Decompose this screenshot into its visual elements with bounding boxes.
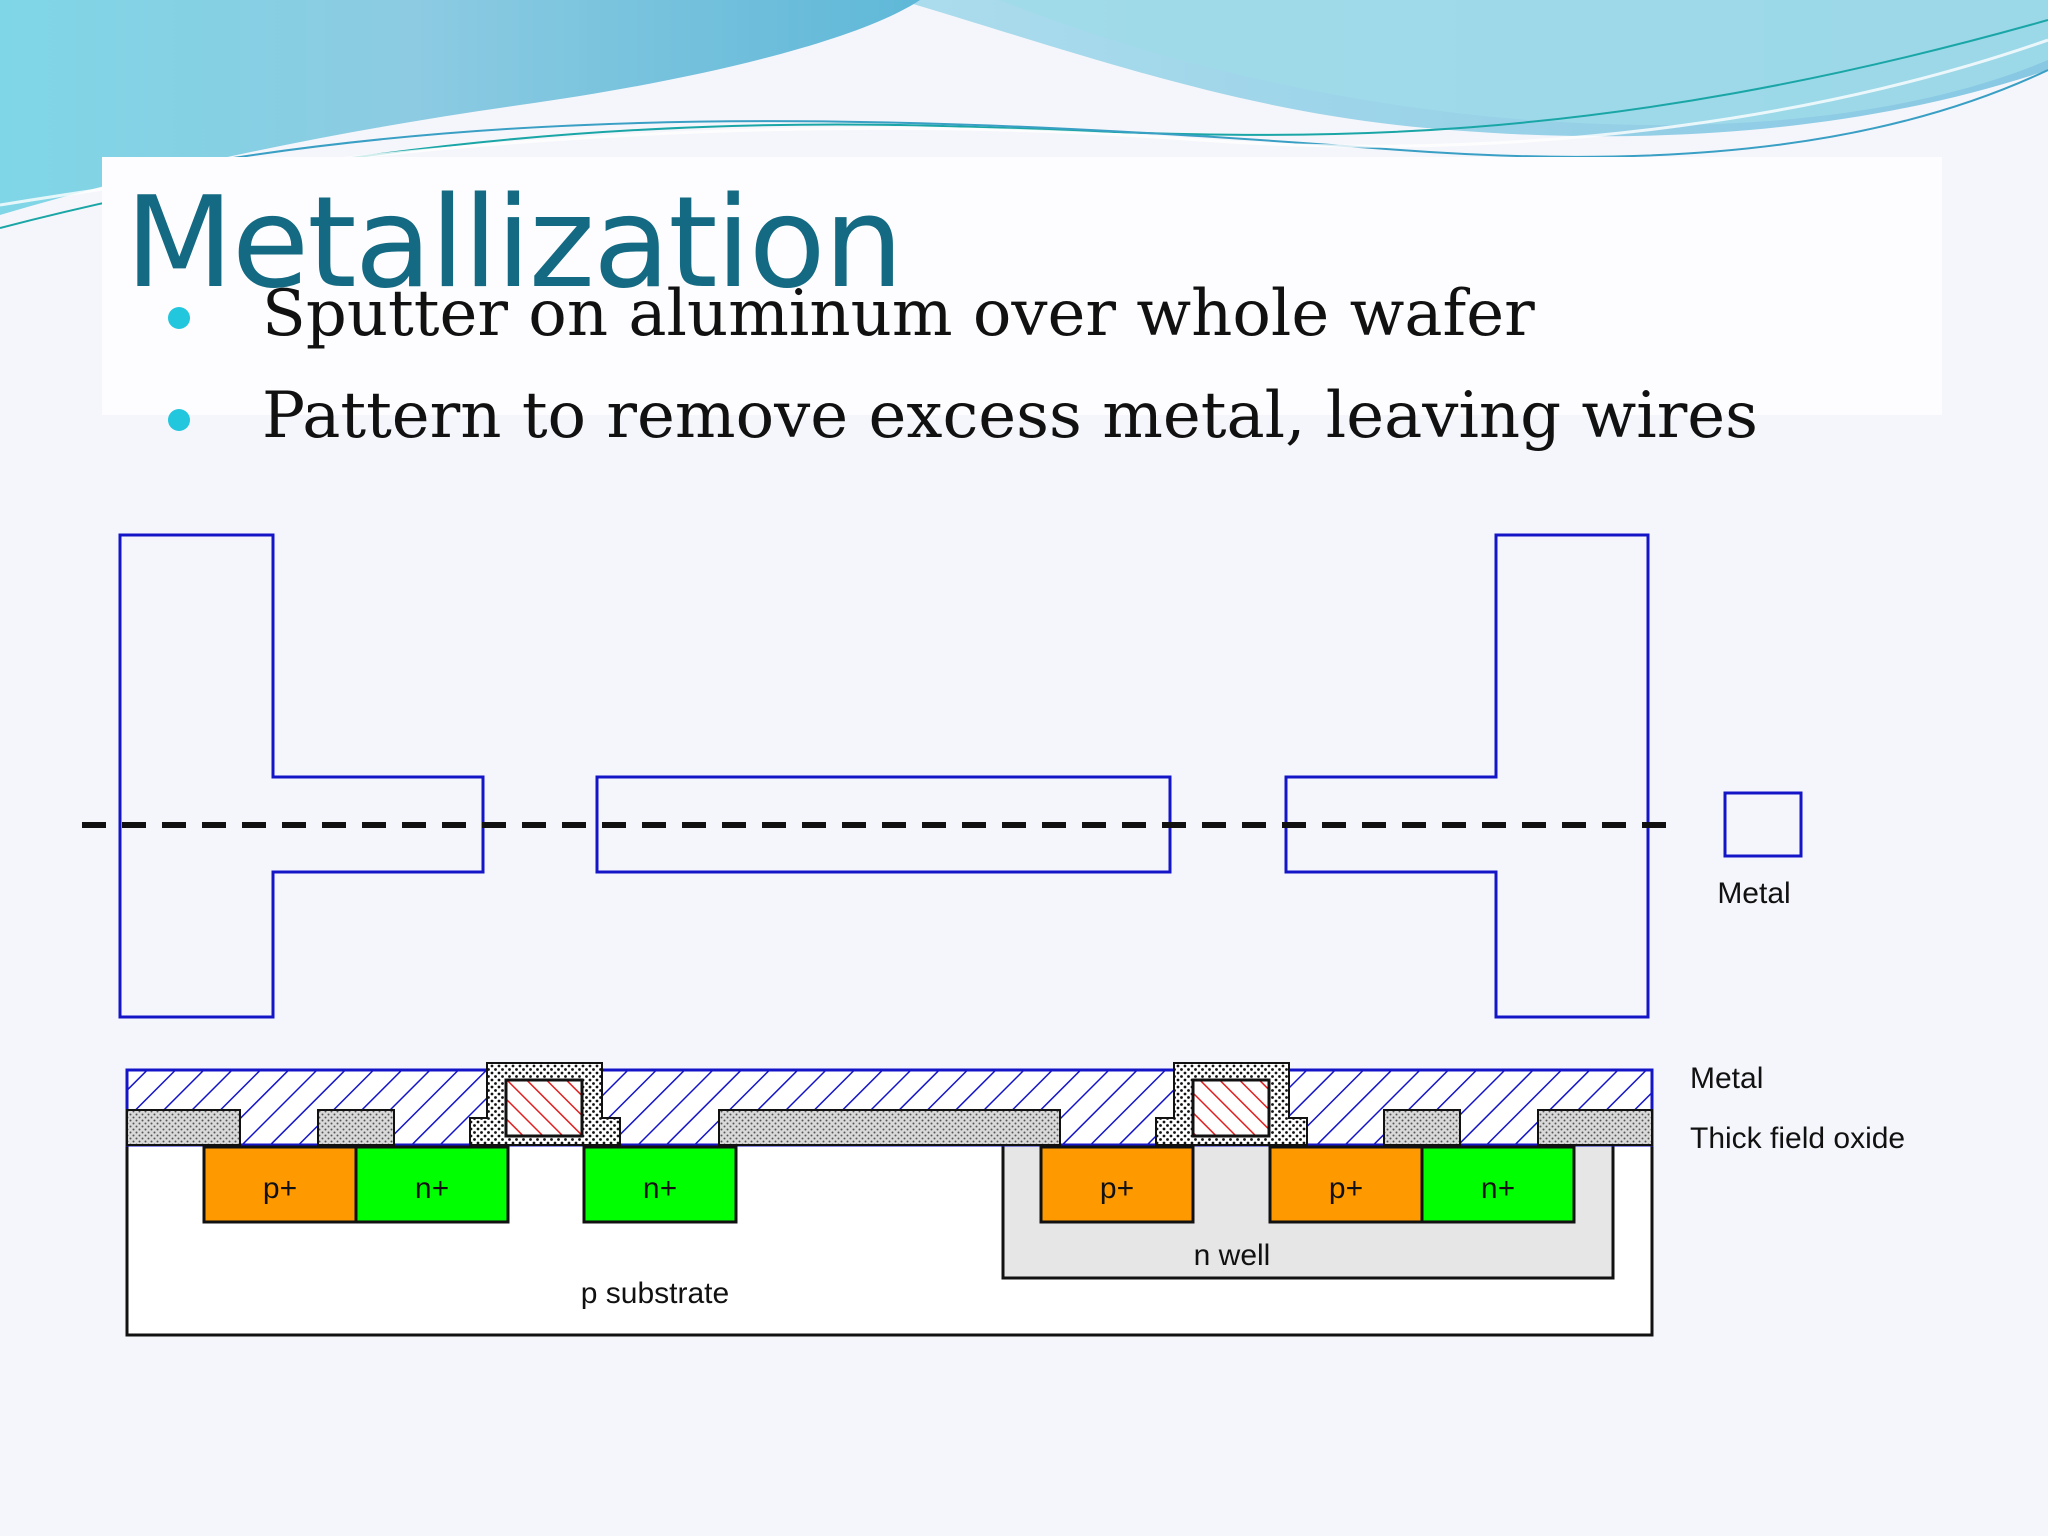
n-diffusion [582,1145,738,1224]
p-diffusion [1039,1145,1195,1224]
region-label: p+ [1100,1172,1134,1205]
metal-legend-label: Metal [1717,877,1790,910]
slide-title: Metallization [125,169,904,316]
region-label: n+ [1481,1172,1515,1205]
n-diffusion [1420,1145,1576,1224]
cross-section: p+ n+ n+ p+ p+ n+ n well p substrate Met… [125,1062,1905,1337]
region-label: p+ [1329,1172,1363,1205]
metal-wire-right-t [1284,533,1650,1019]
region-label: n+ [643,1172,677,1205]
wave-line-2 [219,69,2048,161]
top-view: Metal [82,533,1803,1019]
metal-legend-swatch [1723,791,1803,858]
field-oxide [718,1109,1061,1146]
region-label: n+ [415,1172,449,1205]
p-substrate-label: p substrate [581,1277,729,1310]
field-oxide [126,1109,241,1146]
bullet-text: Sputter on aluminum over whole wafer [262,277,1535,351]
bullet-text: Pattern to remove excess metal, leaving … [262,379,1758,453]
field-oxide [317,1109,395,1146]
legend-metal-label: Metal [1690,1062,1763,1095]
field-oxide [1537,1109,1653,1146]
wave-line-3 [0,38,2048,207]
title-panel [102,157,1942,415]
polysilicon-gate [504,1078,584,1138]
polysilicon-gate [1191,1078,1271,1138]
wave-band-right [1000,0,2048,126]
bullet-dot-icon [168,307,190,329]
wave-band-main [0,0,920,215]
n-well-label: n well [1194,1239,1271,1272]
metal-wire-left-t [118,533,485,1019]
n-diffusion [354,1145,510,1224]
region-label: p+ [263,1172,297,1205]
bullet-dot-icon [168,409,190,431]
p-diffusion [1268,1145,1424,1224]
field-oxide [1383,1109,1461,1146]
legend-field-oxide-label: Thick field oxide [1690,1122,1905,1155]
